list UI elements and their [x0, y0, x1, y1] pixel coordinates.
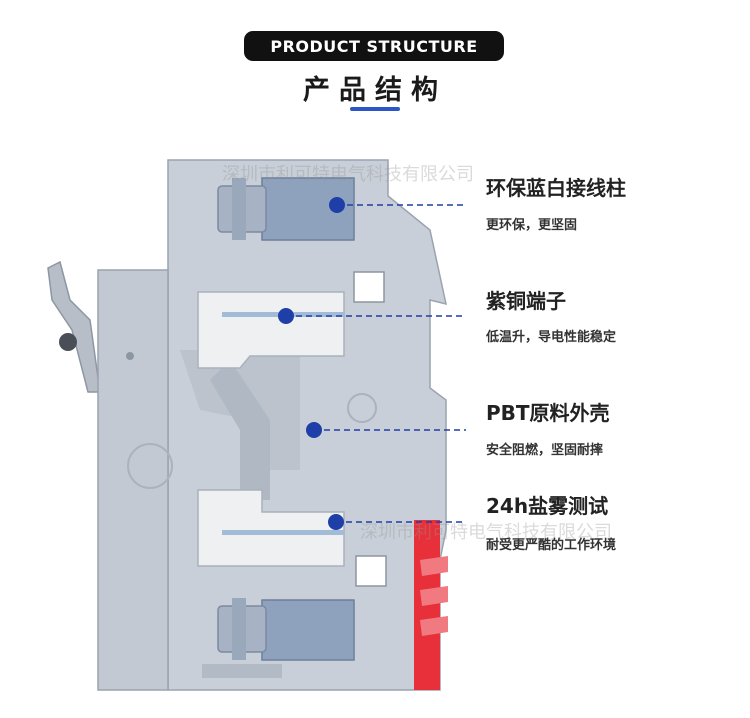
feature-title-copper: 紫铜端子: [486, 289, 566, 313]
product-structure-badge: PRODUCT STRUCTURE: [244, 31, 504, 61]
title-underline: [350, 107, 400, 111]
feature-desc-terminal: 更环保，更坚固: [486, 218, 578, 233]
feature-title-salt-spray: 24h盐雾测试: [486, 494, 609, 518]
callout-dot-3: [306, 422, 322, 438]
callout-dot-4: [328, 514, 344, 530]
feature-desc-salt-spray: 耐受更严酷的工作环境: [486, 538, 617, 553]
callout-dot-1: [329, 197, 345, 213]
watermark-bottom: 深圳市利可特电气科技有限公司: [360, 522, 612, 543]
feature-title-terminal: 环保蓝白接线柱: [486, 176, 626, 200]
feature-desc-housing: 安全阻燃，坚固耐摔: [486, 443, 604, 458]
callout-dot-2: [278, 308, 294, 324]
watermark-top: 深圳市利可特电气科技有限公司: [222, 164, 474, 185]
feature-title-housing: PBT原料外壳: [486, 401, 610, 425]
feature-desc-copper: 低温升，导电性能稳定: [486, 330, 617, 345]
page-title: 产品结构: [303, 75, 447, 106]
